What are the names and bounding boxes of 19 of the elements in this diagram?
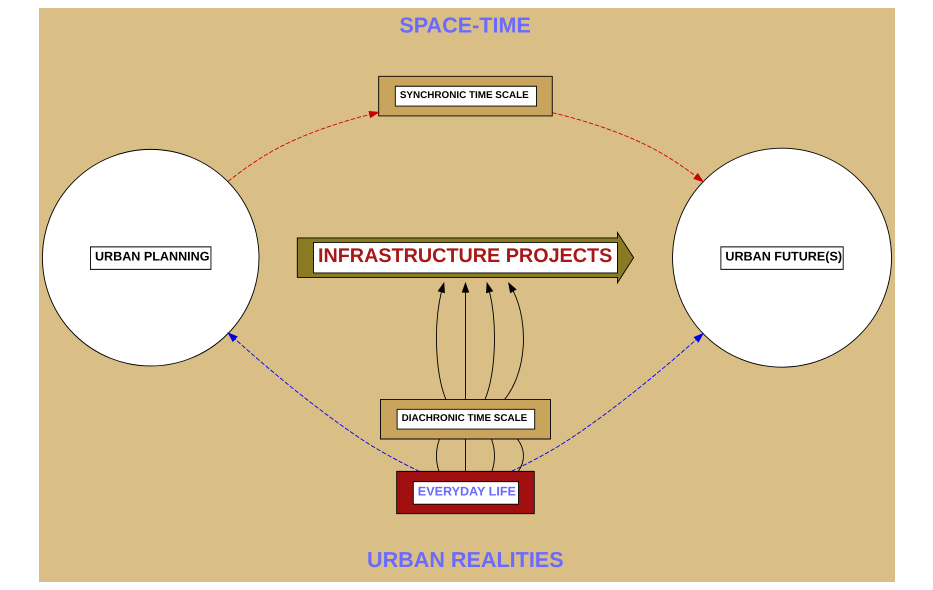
arrow	[484, 282, 494, 400]
connector	[516, 438, 524, 472]
node-box: DIACHRONIC TIME SCALE	[380, 398, 550, 440]
arrow	[436, 282, 446, 400]
node-box: SYNCHRONIC TIME SCALE	[378, 76, 552, 116]
arrow	[504, 282, 524, 400]
node-circle: URBAN PLANNING	[41, 148, 259, 366]
node-box: EVERYDAY LIFE	[396, 470, 534, 514]
label: SPACE-TIME	[398, 12, 530, 38]
connector	[464, 438, 466, 472]
arrow	[227, 110, 380, 182]
connector	[436, 438, 440, 472]
arrow	[510, 332, 704, 472]
arrow	[226, 332, 420, 472]
arrow	[461, 282, 469, 400]
label: URBAN REALITIES	[366, 546, 564, 572]
node-circle: URBAN FUTURE(S)	[672, 148, 892, 368]
arrow	[551, 112, 704, 182]
connector	[490, 438, 494, 472]
